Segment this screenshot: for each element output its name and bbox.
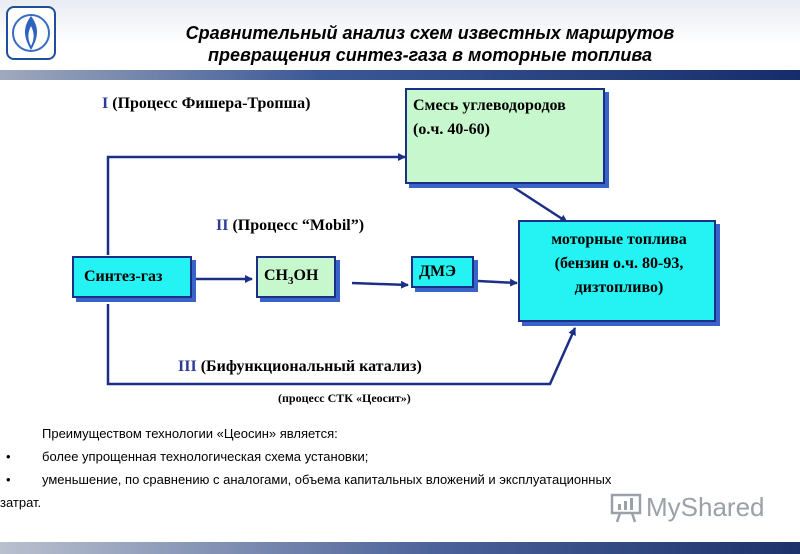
presentation-board-icon — [610, 493, 642, 523]
hydrocarbons-label: Смесь углеводородов (о.ч. 40-60) — [413, 97, 566, 138]
route-3-note: (процесс СТК «Цеосит») — [278, 391, 411, 405]
route-1-label: I (Процесс Фишера-Тропша) — [102, 95, 310, 113]
advantages-intro: Преимуществом технологии «Цеосин» являет… — [42, 426, 338, 441]
methanol-to-dme-arrow — [351, 280, 409, 289]
hydrocarbons-box: Смесь углеводородов (о.ч. 40-60) — [405, 88, 605, 184]
methanol-label-sub: 3 — [288, 275, 294, 288]
route-1-arrow — [106, 153, 406, 255]
route-1-text: (Процесс Фишера-Тропша) — [112, 95, 311, 112]
dme-to-fuels-arrow — [477, 278, 518, 287]
title-line-2: превращения синтез-газа в моторные топли… — [208, 45, 652, 65]
motor-fuels-label: моторные топлива (бензин о.ч. 80-93, диз… — [551, 231, 687, 296]
syngas-label: Синтез-газ — [84, 268, 163, 285]
route-3-label: III (Бифункциональный катализ) — [178, 358, 422, 376]
dme-box: ДМЭ — [411, 256, 474, 288]
watermark-text: MyShared — [646, 492, 765, 522]
methanol-label-tail: OH — [293, 267, 319, 284]
title-line-1: Сравнительный анализ схем известных марш… — [185, 23, 675, 43]
header-divider-bar — [0, 70, 800, 80]
syngas-box: Синтез-газ — [72, 256, 192, 298]
route-3-arrow — [106, 304, 577, 386]
footer-bar — [0, 542, 800, 554]
methanol-label-main: CH — [264, 267, 288, 284]
flame-logo-icon — [6, 6, 56, 60]
motor-fuels-box: моторные топлива (бензин о.ч. 80-93, диз… — [518, 220, 716, 322]
bullet-2: • — [6, 472, 11, 487]
advantage-item-2-continued: затрат. — [0, 495, 42, 510]
page-title: Сравнительный анализ схем известных марш… — [100, 22, 760, 66]
advantage-item-2-text: уменьшение, по сравнению с аналогами, об… — [42, 472, 612, 487]
methanol-box: CH3OH — [256, 256, 336, 298]
hydrocarbons-to-fuels-arrow — [509, 183, 568, 224]
dme-label: ДМЭ — [419, 263, 456, 280]
bullet-1: • — [6, 449, 11, 464]
route-2-text: (Процесс “Mobil”) — [232, 217, 365, 234]
route-3-numeral: III — [178, 358, 197, 375]
route-3-text: (Бифункциональный катализ) — [200, 358, 422, 375]
methanol-label: CH3OH — [264, 264, 318, 293]
route-2-numeral: II — [216, 217, 229, 234]
watermark: MyShared — [610, 490, 800, 526]
advantage-item-1-text: более упрощенная технологическая схема у… — [42, 449, 369, 464]
route-2-label: II (Процесс “Mobil”) — [216, 217, 364, 235]
slide-header: Сравнительный анализ схем известных марш… — [0, 0, 800, 80]
route-1-numeral: I — [102, 95, 109, 112]
